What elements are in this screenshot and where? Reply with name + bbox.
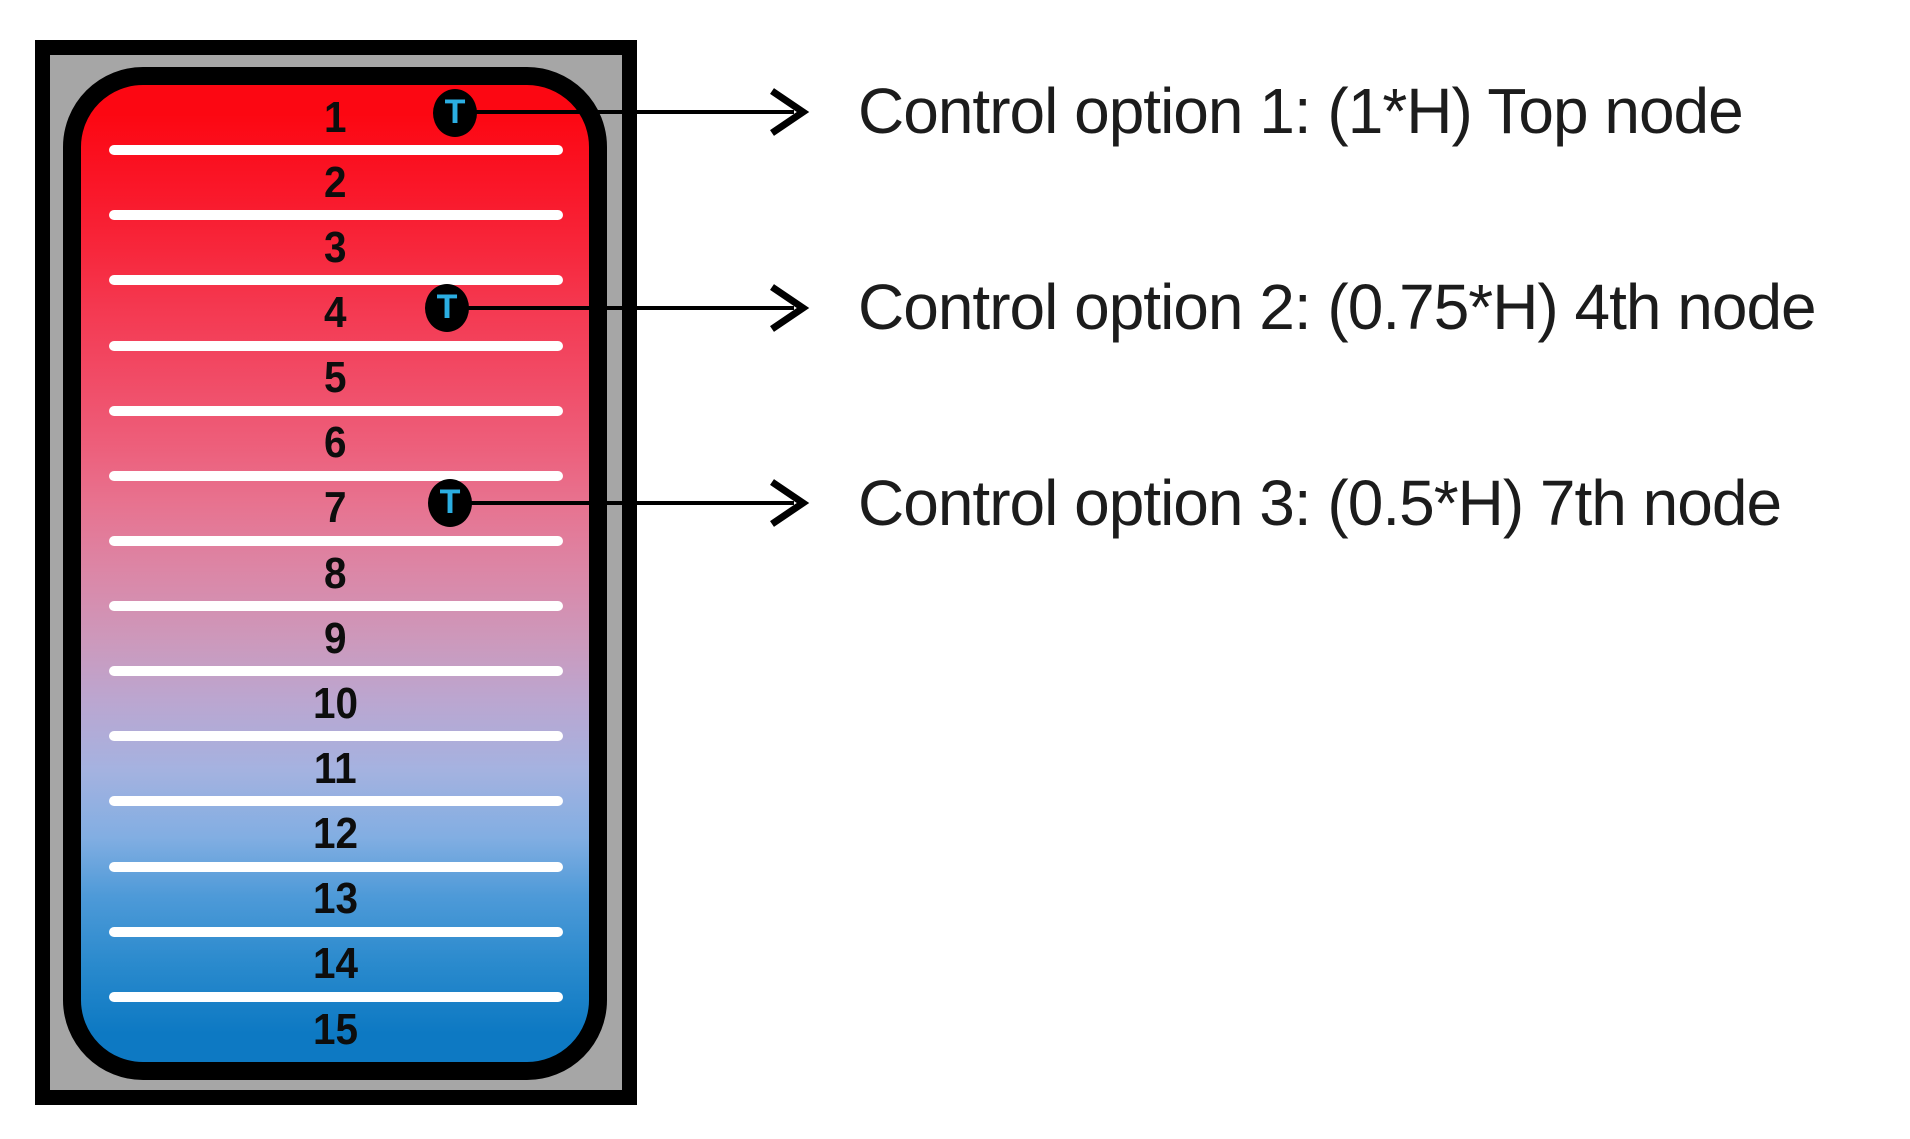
tank-node-row: 12 [81, 802, 589, 867]
tank-node-row: 11 [81, 736, 589, 801]
tank-node-row: 4 [81, 280, 589, 345]
tank-node-row: 5 [81, 346, 589, 411]
node-separator-line [109, 991, 563, 1002]
tank-node-row: 13 [81, 867, 589, 932]
node-number-label: 15 [312, 1004, 358, 1054]
node-number-label: 10 [312, 678, 358, 728]
tank-node-row: 10 [81, 671, 589, 736]
node-separator-line [109, 535, 563, 546]
tank-node-row: 7 [81, 476, 589, 541]
node-separator-line [109, 275, 563, 286]
tank-node-row: 14 [81, 932, 589, 997]
control-option-2-label: Control option 2: (0.75*H) 4th node [858, 271, 1817, 343]
temperature-sensor-icon: T [428, 479, 472, 527]
tank-node-row: 15 [81, 997, 589, 1062]
node-separator-line [109, 926, 563, 937]
node-separator-line [109, 861, 563, 872]
node-number-label: 8 [323, 548, 347, 598]
node-number-label: 4 [323, 287, 347, 337]
tank-node-row: 1 [81, 85, 589, 150]
node-number-label: 3 [323, 222, 347, 272]
sensor-t-glyph: T [436, 288, 458, 326]
connector-arrow-2 [447, 284, 810, 332]
node-separator-line [109, 796, 563, 807]
tank-node-stack: 1 2 3 4 5 6 7 8 9 10 11 12 13 14 15 [81, 85, 589, 1062]
control-option-3-label: Control option 3: (0.5*H) 7th node [858, 467, 1782, 539]
tank-body: 1 2 3 4 5 6 7 8 9 10 11 12 13 14 15 [63, 67, 607, 1080]
tank-node-row: 8 [81, 541, 589, 606]
node-number-label: 13 [312, 874, 358, 924]
tank-node-row: 9 [81, 606, 589, 671]
connector-arrow-3 [450, 479, 810, 527]
node-separator-line [109, 405, 563, 416]
sensor-t-glyph: T [439, 483, 461, 521]
node-separator-line [109, 470, 563, 481]
node-separator-line [109, 145, 563, 156]
node-number-label: 1 [323, 92, 347, 142]
node-number-label: 9 [323, 613, 347, 663]
node-number-label: 12 [312, 809, 358, 859]
tank-node-row: 3 [81, 215, 589, 280]
node-separator-line [109, 210, 563, 221]
node-number-label: 11 [313, 743, 357, 793]
tank-node-row: 2 [81, 150, 589, 215]
sensor-t-glyph: T [444, 93, 466, 131]
node-separator-line [109, 731, 563, 742]
temperature-sensor-icon: T [425, 284, 469, 332]
node-separator-line [109, 601, 563, 612]
node-number-label: 7 [323, 483, 347, 533]
node-separator-line [109, 340, 563, 351]
control-option-1-label: Control option 1: (1*H) Top node [858, 75, 1744, 147]
temperature-sensor-icon: T [433, 89, 477, 137]
node-number-label: 14 [312, 939, 358, 989]
tank-node-row: 6 [81, 411, 589, 476]
node-number-label: 6 [323, 418, 347, 468]
node-number-label: 5 [323, 353, 347, 403]
node-separator-line [109, 666, 563, 677]
connector-arrow-1 [455, 88, 810, 136]
node-number-label: 2 [323, 157, 347, 207]
